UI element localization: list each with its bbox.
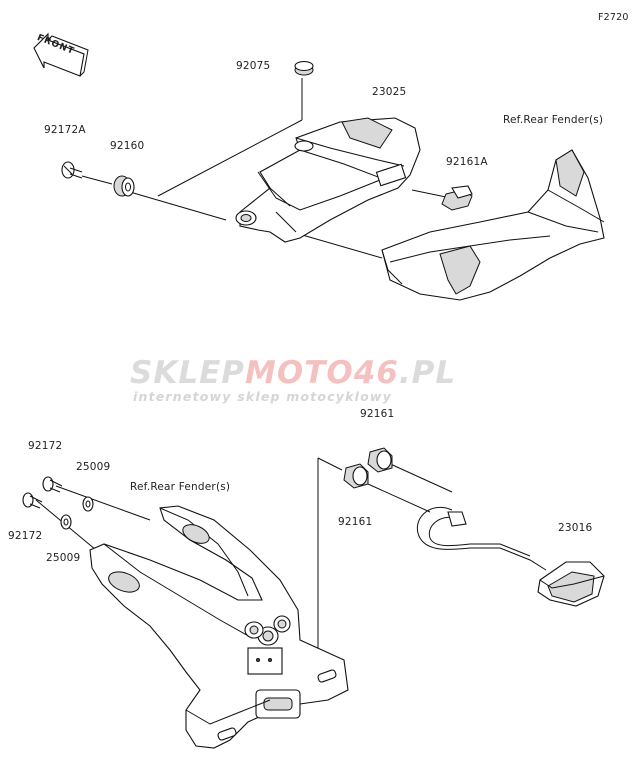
screw-92172A-icon <box>61 161 83 179</box>
part-label-92161A: 92161A <box>446 156 488 168</box>
part-label-25009-bottom: 25009 <box>46 552 81 564</box>
grommet-92160-icon <box>113 175 135 197</box>
washer-25009-top-icon <box>82 496 94 512</box>
front-arrow-icon <box>33 32 89 77</box>
leader-lines-top <box>81 78 447 259</box>
license-lamp-23016-icon <box>416 506 605 607</box>
screw-92172-top-icon <box>42 476 63 493</box>
rear-fender-top-icon <box>381 149 605 301</box>
grommet-92161-bottom-icon <box>343 463 369 489</box>
clip-92161A-icon <box>441 185 473 211</box>
ref-label-rear-fender-bottom: Ref.Rear Fender(s) <box>130 481 231 493</box>
part-label-23016: 23016 <box>558 522 593 534</box>
washer-25009-bottom-icon <box>60 514 72 530</box>
part-label-92172A: 92172A <box>44 124 86 136</box>
grommet-92161-top-icon <box>367 447 393 473</box>
part-label-92161-top: 92161 <box>360 408 395 420</box>
watermark-brand: SKLEPMOTO46.PL <box>130 355 457 391</box>
part-label-92172-top: 92172 <box>28 440 63 452</box>
part-label-92172-bottom: 92172 <box>8 530 43 542</box>
ref-label-rear-fender-top: Ref.Rear Fender(s) <box>503 114 604 126</box>
part-label-92075: 92075 <box>236 60 271 72</box>
bracket-23025-icon <box>235 117 421 243</box>
watermark-tagline: internetowy sklep motocyklowy <box>133 389 393 404</box>
diagram-code: F2720 <box>598 12 629 23</box>
grommet-92075-icon <box>294 60 314 76</box>
part-label-25009-top: 25009 <box>76 461 111 473</box>
part-label-92161-bottom: 92161 <box>338 516 373 528</box>
part-label-23025: 23025 <box>372 86 407 98</box>
part-label-92160: 92160 <box>110 140 145 152</box>
rear-fender-bottom-icon <box>89 505 349 749</box>
screw-92172-bottom-icon <box>22 492 43 509</box>
